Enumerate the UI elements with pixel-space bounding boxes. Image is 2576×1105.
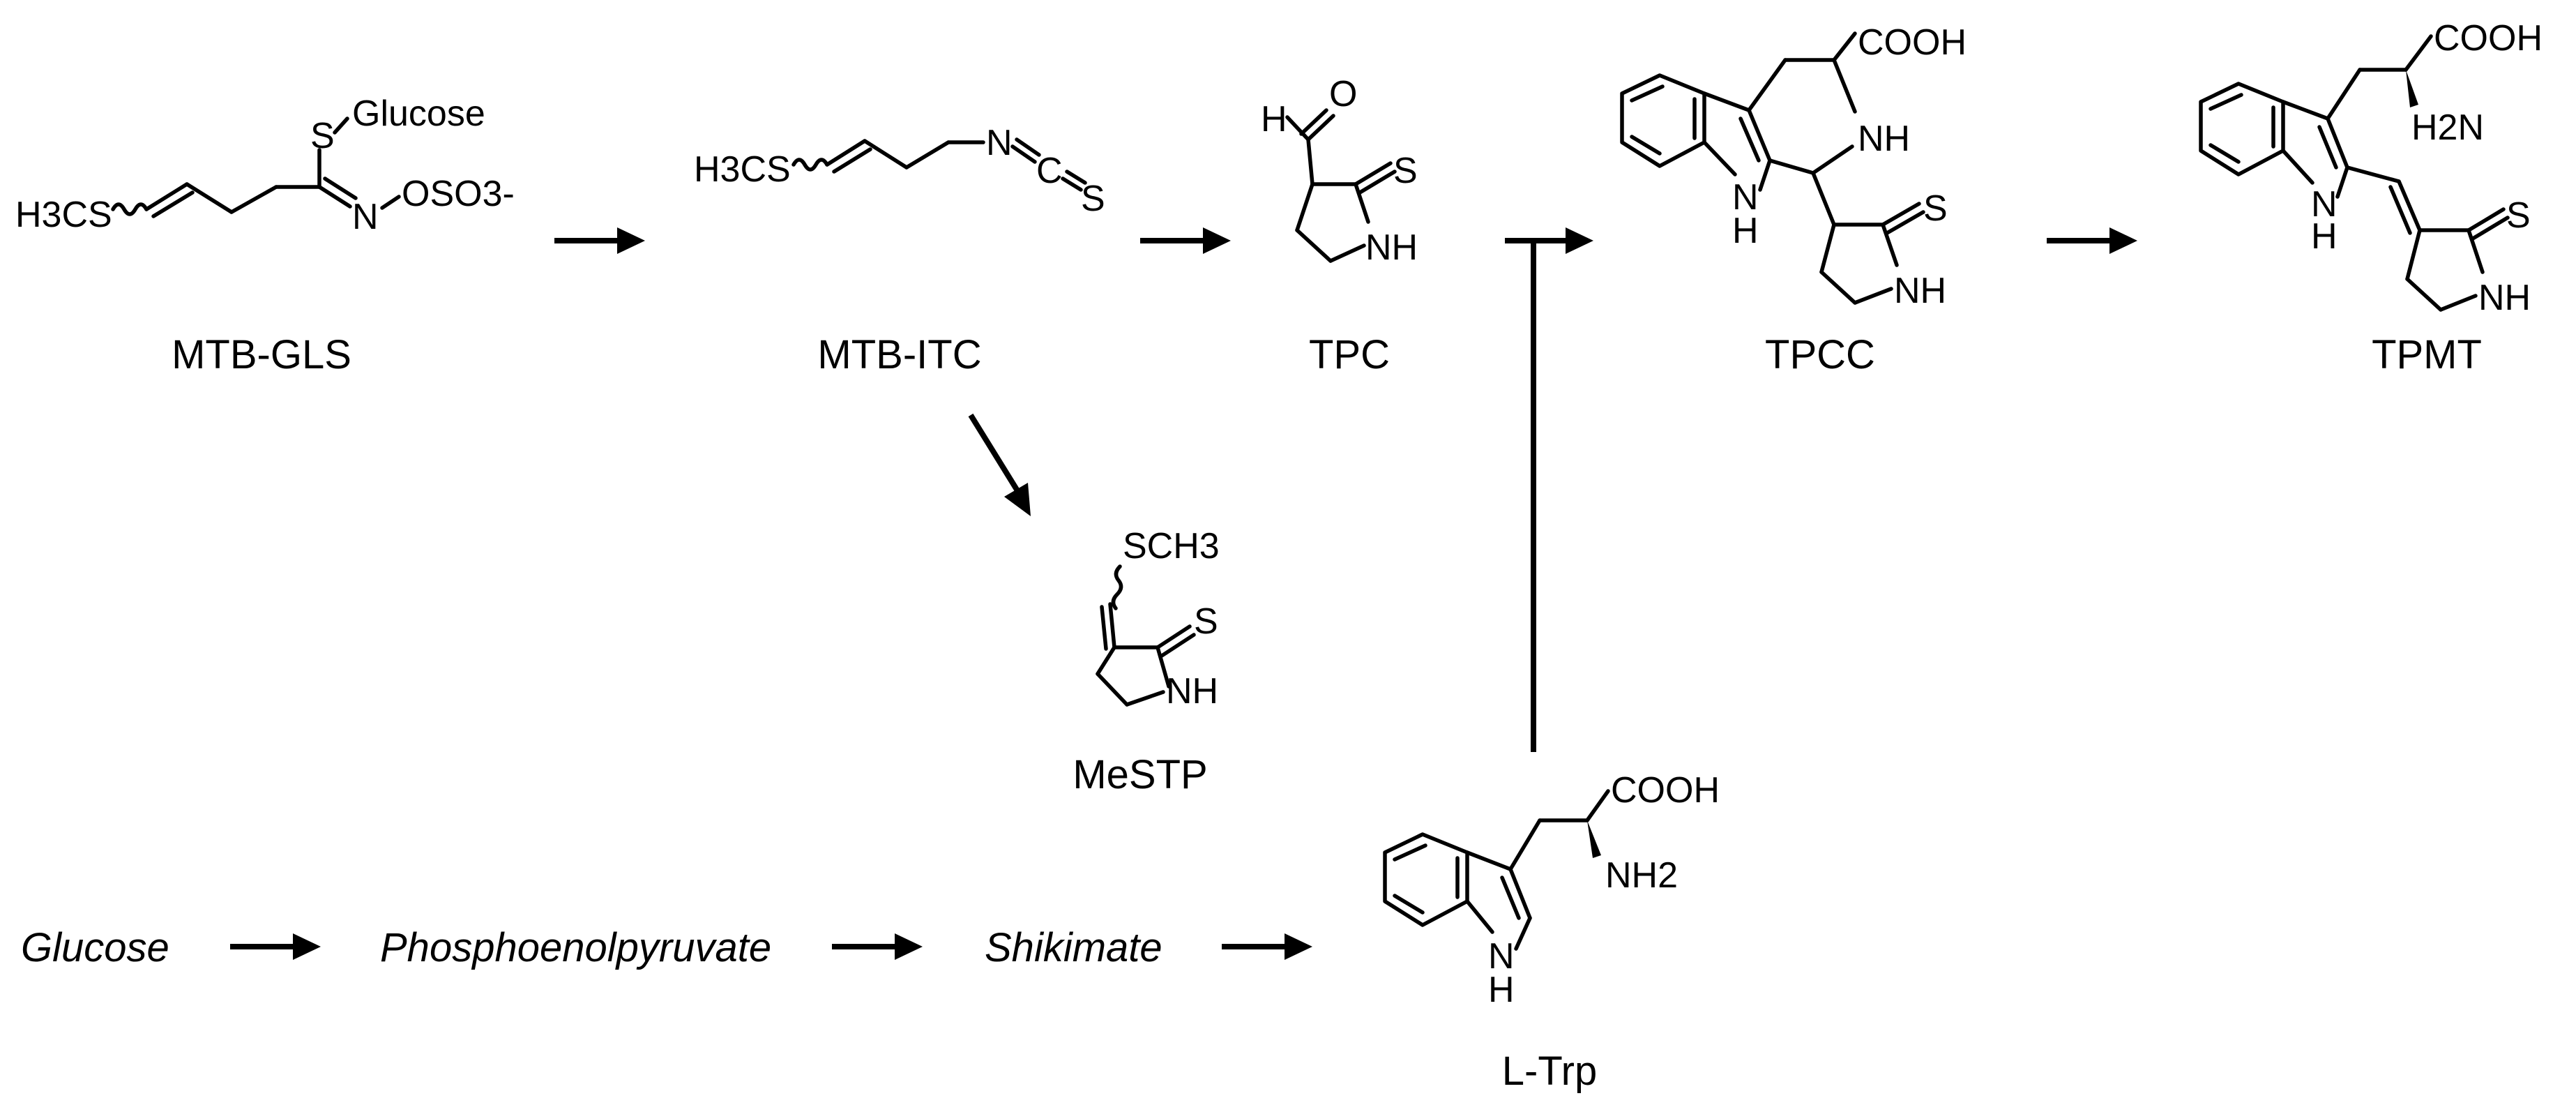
l-trp-h-label: H bbox=[1488, 970, 1515, 1010]
tpmt-benzene-ring bbox=[2199, 82, 2285, 176]
mtb-itc-n-label: N bbox=[986, 123, 1013, 163]
tpc-s-label: S bbox=[1393, 151, 1418, 191]
tpmt-h-indole-label: H bbox=[2311, 216, 2338, 257]
arrow-shikimate-to-trp bbox=[1222, 933, 1312, 960]
tpmt-n-indole-label: N bbox=[2311, 184, 2338, 225]
mestp-nh-label: NH bbox=[1166, 671, 1218, 712]
tpcc-nh-thio-label: NH bbox=[1894, 271, 1946, 311]
mestp-wavy-bond bbox=[1111, 564, 1123, 610]
tpmt-h2n-label: H2N bbox=[2411, 107, 2484, 148]
mestp-sch3-label: SCH3 bbox=[1123, 526, 1220, 566]
precursor-shikimate: Shikimate bbox=[985, 925, 1162, 970]
precursor-glucose: Glucose bbox=[21, 925, 169, 970]
mtb-gls-oso3-label: OSO3- bbox=[402, 174, 515, 214]
tpmt-s-label: S bbox=[2506, 195, 2531, 236]
tpc-o-label: O bbox=[1329, 74, 1357, 114]
tpcc-cooh-label: COOH bbox=[1858, 22, 1967, 63]
mestp-s-label: S bbox=[1194, 601, 1218, 642]
arrow-itc-to-mestp bbox=[968, 413, 1031, 516]
mtb-gls-name: MTB-GLS bbox=[172, 332, 351, 377]
l-trp-structure: N H COOH NH2 bbox=[1383, 770, 1720, 1010]
tpcc-benzene-ring bbox=[1620, 73, 1706, 168]
tpc-nh-label: NH bbox=[1365, 227, 1418, 268]
mtb-gls-glucose-label: Glucose bbox=[352, 93, 485, 134]
mtb-gls-wavy-bond bbox=[111, 202, 149, 216]
arrow-tpc-trp-to-tpcc bbox=[1505, 227, 1593, 752]
tpmt-name: TPMT bbox=[2372, 332, 2482, 377]
tpcc-n-indole-label: N bbox=[1732, 177, 1759, 218]
precursor-phosphoenolpyruvate: Phosphoenolpyruvate bbox=[380, 925, 771, 970]
tpcc-s-label: S bbox=[1923, 188, 1948, 229]
arrow-glucose-to-pep bbox=[230, 933, 321, 960]
tpmt-stereo-wedge bbox=[2406, 70, 2418, 107]
tpcc-structure: N H COOH NH S NH bbox=[1620, 22, 1967, 311]
l-trp-name: L-Trp bbox=[1502, 1048, 1597, 1094]
tpcc-name: TPCC bbox=[1765, 332, 1875, 377]
mtb-gls-structure: H3CS S Glucose N OSO3- bbox=[15, 93, 515, 237]
mtb-gls-h3cs-label: H3CS bbox=[15, 195, 112, 235]
mtb-itc-wavy-bond bbox=[791, 158, 829, 172]
mtb-itc-s-label: S bbox=[1081, 179, 1105, 219]
mtb-itc-h3cs-label: H3CS bbox=[694, 149, 791, 190]
mtb-gls-s-label: S bbox=[310, 116, 335, 156]
mtb-itc-structure: H3CS N C S bbox=[694, 123, 1105, 219]
tpcc-h-indole-label: H bbox=[1732, 211, 1759, 251]
tpmt-structure: N H COOH H2N S NH bbox=[2199, 18, 2543, 318]
arrow-itc-to-tpc bbox=[1140, 227, 1231, 254]
mestp-name: MeSTP bbox=[1073, 752, 1207, 797]
tpc-structure: H O S NH bbox=[1261, 74, 1418, 268]
mtb-gls-n-label: N bbox=[352, 197, 379, 237]
tpc-h-label: H bbox=[1261, 99, 1287, 140]
l-trp-n-label: N bbox=[1488, 936, 1515, 977]
arrow-gls-to-itc bbox=[554, 227, 645, 254]
tpcc-nh-ring-label: NH bbox=[1858, 119, 1910, 159]
tpc-name: TPC bbox=[1309, 332, 1390, 377]
l-trp-stereo-wedge bbox=[1587, 820, 1601, 858]
arrow-tpcc-to-tpmt bbox=[2047, 227, 2137, 254]
mtb-itc-c-label: C bbox=[1036, 151, 1063, 191]
tpmt-nh-thio-label: NH bbox=[2478, 278, 2531, 318]
mestp-structure: SCH3 S NH bbox=[1096, 526, 1220, 712]
mtb-itc-name: MTB-ITC bbox=[817, 332, 981, 377]
l-trp-nh2-label: NH2 bbox=[1605, 855, 1678, 896]
l-trp-cooh-label: COOH bbox=[1611, 770, 1720, 811]
arrow-pep-to-shikimate bbox=[832, 933, 923, 960]
l-trp-benzene-ring bbox=[1383, 832, 1469, 927]
tpmt-cooh-label: COOH bbox=[2434, 18, 2543, 59]
